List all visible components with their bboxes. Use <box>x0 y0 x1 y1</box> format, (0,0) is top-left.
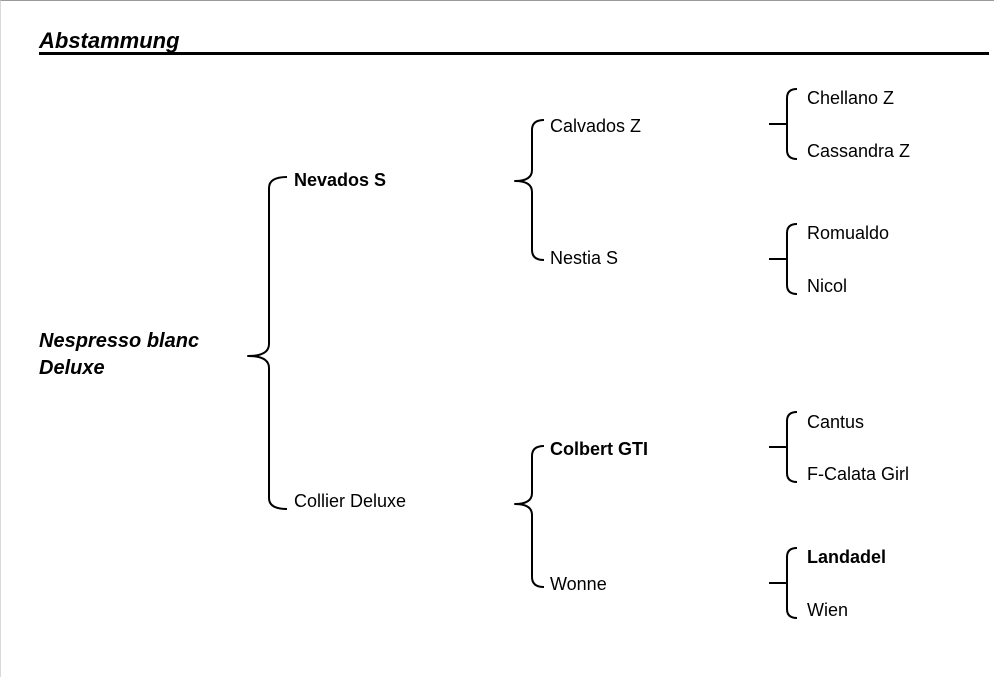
pedigree-node-g3-8: Wien <box>807 600 849 620</box>
brace-g3-colbert-children-icon <box>769 411 798 483</box>
brace-sire-children-icon <box>514 119 545 261</box>
brace-root-icon <box>247 176 288 510</box>
pedigree-node-sire-sire: Calvados Z <box>550 116 642 136</box>
pedigree-node-dam-dam: Wonne <box>550 574 607 594</box>
page-title: Abstammung <box>39 28 180 53</box>
brace-g3-wonne-children-icon <box>769 547 798 619</box>
pedigree-node-dam-sire: Colbert GTI <box>550 439 648 459</box>
pedigree-node-dam: Collier Deluxe <box>294 491 407 511</box>
pedigree-node-sire-dam: Nestia S <box>550 248 619 268</box>
pedigree-node-g3-2: Cassandra Z <box>807 141 911 161</box>
pedigree-node-g3-5: Cantus <box>807 412 865 432</box>
pedigree-node-g3-6: F-Calata Girl <box>807 464 910 484</box>
title-underline <box>39 52 989 55</box>
pedigree-node-sire: Nevados S <box>294 170 387 190</box>
pedigree-node-g3-7: Landadel <box>807 547 887 567</box>
brace-g3-calvados-children-icon <box>769 88 798 160</box>
brace-dam-children-icon <box>514 445 545 588</box>
pedigree-node-g3-1: Chellano Z <box>807 88 895 108</box>
pedigree-node-g3-3: Romualdo <box>807 223 890 243</box>
brace-g3-nestia-children-icon <box>769 223 798 295</box>
pedigree-node-g3-4: Nicol <box>807 276 848 296</box>
pedigree-root-name: Nespresso blanc Deluxe <box>39 330 200 379</box>
